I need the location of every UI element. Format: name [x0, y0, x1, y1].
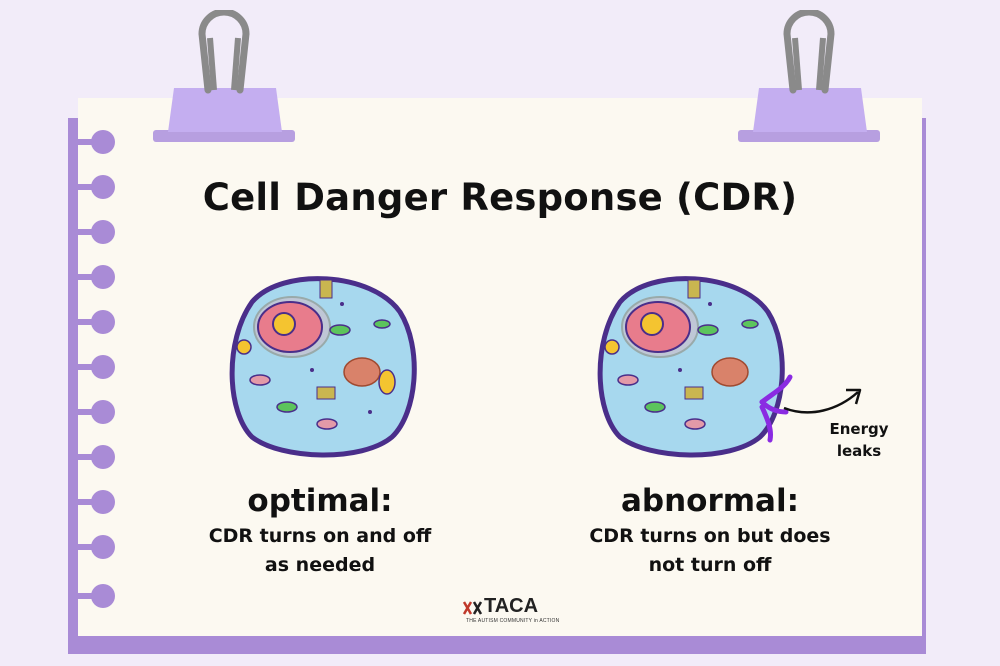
- optimal-description: CDR turns on and off as needed: [180, 522, 460, 580]
- spiral-ring-icon: [68, 319, 104, 325]
- cell-illustration: [597, 276, 793, 458]
- spiral-ring-icon: [91, 310, 115, 334]
- spiral-ring-icon: [91, 355, 115, 379]
- optimal-heading: optimal:: [247, 483, 393, 519]
- annotation-line1: Energy: [829, 420, 889, 438]
- page-title: Cell Danger Response (CDR): [202, 176, 798, 219]
- abnormal-heading: abnormal:: [620, 483, 799, 519]
- spiral-ring-icon: [91, 400, 115, 424]
- spiral-ring-icon: [91, 130, 115, 154]
- logo-tagline: THE AUTISM COMMUNITY in ACTION: [466, 618, 560, 624]
- abnormal-description: CDR turns on but does not turn off: [570, 522, 850, 580]
- logo-word: TACA: [484, 595, 539, 617]
- binder-clip-icon: [738, 10, 880, 142]
- spiral-ring-icon: [68, 454, 104, 460]
- spiral-ring-icon: [68, 364, 104, 370]
- optimal-line1: CDR turns on and off: [208, 525, 432, 547]
- abnormal-line1: CDR turns on but does: [589, 525, 831, 547]
- taca-logo: TACA THE AUTISM COMMUNITY in ACTION: [462, 595, 572, 630]
- binder-clip-icon: [153, 10, 295, 142]
- spiral-ring-icon: [91, 584, 115, 608]
- curved-arrow-icon: [783, 388, 862, 414]
- spiral-ring-icon: [68, 274, 104, 280]
- spiral-ring-icon: [91, 265, 115, 289]
- annotation-line2: leaks: [836, 442, 882, 460]
- abnormal-line2: not turn off: [648, 554, 772, 576]
- spiral-ring-icon: [68, 184, 104, 190]
- cell-illustration: [229, 276, 417, 458]
- spiral-ring-icon: [68, 139, 104, 145]
- optimal-line2: as needed: [264, 554, 376, 576]
- spiral-ring-icon: [91, 490, 115, 514]
- spiral-rings: [68, 130, 115, 608]
- spiral-ring-icon: [91, 445, 115, 469]
- spiral-ring-icon: [91, 175, 115, 199]
- taca-logo-icon: [462, 601, 483, 615]
- spiral-ring-icon: [68, 499, 104, 505]
- spiral-ring-icon: [68, 409, 104, 415]
- spiral-ring-icon: [91, 535, 115, 559]
- spiral-ring-icon: [68, 229, 104, 235]
- spiral-ring-icon: [68, 593, 104, 599]
- energy-leaks-annotation: Energy leaks: [818, 418, 900, 462]
- spiral-ring-icon: [91, 220, 115, 244]
- spiral-ring-icon: [68, 544, 104, 550]
